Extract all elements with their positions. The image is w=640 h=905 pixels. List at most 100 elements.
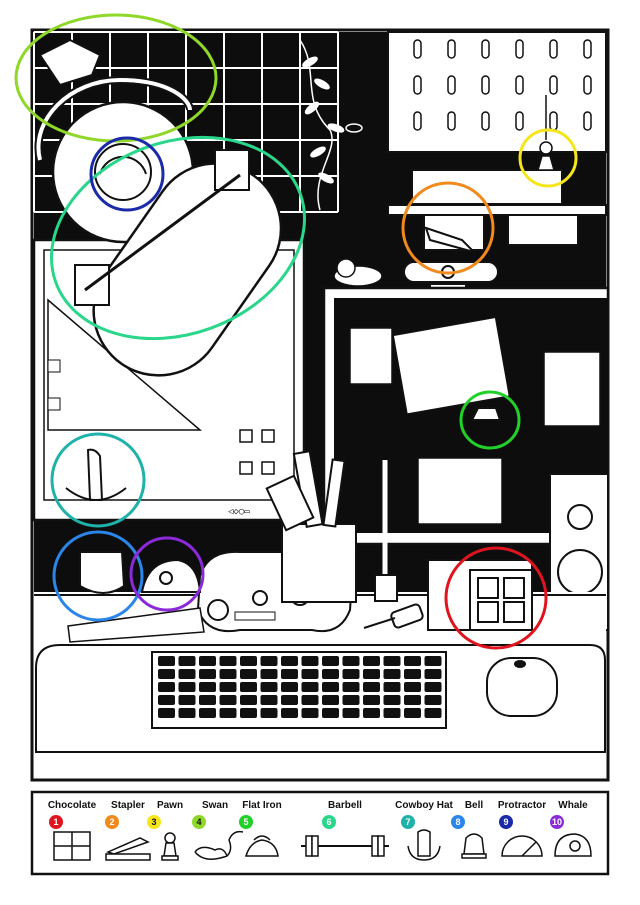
mouse (486, 657, 558, 717)
pawn-icon (161, 832, 179, 861)
keyboard-key (178, 669, 196, 679)
keyboard-key (301, 695, 319, 705)
keyboard-key (199, 708, 216, 718)
keyboard-key (424, 656, 442, 666)
peg-hole (413, 39, 422, 59)
peg-hole (515, 111, 524, 131)
keyboard-key (363, 656, 380, 666)
hidden-whale[interactable] (140, 558, 202, 593)
stapler-icon (105, 837, 151, 861)
keyboard-key (240, 708, 257, 718)
legend-item-whale: Whale 10 (550, 800, 592, 857)
hand-shape (38, 38, 102, 87)
keyboard-key (199, 682, 216, 692)
protractor-icon (501, 835, 543, 857)
legend-number: 4 (196, 817, 201, 827)
peg-hole (413, 111, 422, 131)
keyboard-key (301, 682, 319, 692)
found-marker-stapler (401, 181, 495, 275)
hidden-flat-iron[interactable] (470, 407, 502, 421)
keyboard-key (219, 695, 237, 705)
hidden-bell[interactable] (79, 551, 126, 594)
legend-label: Pawn (157, 800, 183, 811)
keyboard-key (383, 708, 401, 718)
keyboard-key (322, 708, 339, 718)
keyboard-key (158, 695, 175, 705)
bell-icon (461, 833, 487, 859)
chocolate-icon (53, 831, 91, 861)
keyboard-key (240, 695, 257, 705)
keyboard-key (240, 656, 257, 666)
keyboard-key (199, 669, 216, 679)
keyboard-key (281, 695, 298, 705)
keyboard-key (424, 708, 442, 718)
keyboard-key (301, 656, 319, 666)
legend-number: 6 (326, 817, 331, 827)
keyboard-key (281, 682, 298, 692)
keyboard-key (178, 708, 196, 718)
cat (333, 258, 383, 287)
found-marker-bell (52, 530, 144, 622)
cowboy-hat-icon (407, 829, 441, 861)
keyboard-key (383, 669, 401, 679)
keyboard (151, 651, 447, 729)
keyboard-key (404, 669, 421, 679)
keyboard-key (178, 682, 196, 692)
legend-number: 10 (552, 817, 562, 827)
keyboard-key (404, 656, 421, 666)
keyboard-key (383, 656, 401, 666)
legend-number: 3 (151, 817, 156, 827)
monitor-right (322, 286, 610, 631)
keyboard-key (158, 669, 175, 679)
peg-hole (583, 111, 592, 131)
peg-hole (447, 75, 456, 95)
legend-number: 8 (455, 817, 460, 827)
found-marker-chocolate (444, 546, 548, 650)
keyboard-key (424, 682, 442, 692)
found-marker-protractor (89, 136, 165, 212)
hidden-chocolate[interactable] (477, 577, 525, 623)
legend-number: 2 (109, 817, 114, 827)
pen-stand (374, 460, 398, 602)
hidden-cowboy-hat[interactable] (65, 448, 127, 501)
keyboard-key (158, 682, 175, 692)
legend-number: 7 (405, 817, 410, 827)
keyboard-key (260, 656, 278, 666)
keyboard-key (260, 695, 278, 705)
legend-number: 5 (243, 817, 248, 827)
hidden-stapler[interactable] (424, 226, 478, 254)
keyboard-key (260, 708, 278, 718)
peg-hole (515, 75, 524, 95)
legend-label: Whale (558, 800, 588, 811)
legend-label: Protractor (498, 800, 546, 811)
hidden-pawn[interactable] (537, 95, 555, 171)
peg-hole (481, 75, 490, 95)
pegboard (387, 31, 607, 153)
ruler (67, 607, 205, 643)
found-marker-cowboy-hat (50, 432, 146, 528)
keyboard-key (342, 708, 360, 718)
keyboard-key (281, 708, 298, 718)
peg-hole (481, 111, 490, 131)
found-marker-flat-iron (459, 390, 521, 450)
keyboard-key (240, 669, 257, 679)
keyboard-key (342, 656, 360, 666)
legend-number-badge (322, 815, 336, 829)
keyboard-key (158, 656, 175, 666)
keyboard-key (363, 695, 380, 705)
legend-number-badge (49, 815, 63, 829)
keyboard-key (178, 695, 196, 705)
legend-number-badge (147, 815, 161, 829)
keyboard-key (260, 669, 278, 679)
found-marker-barbell (50, 135, 306, 341)
keyboard-key (178, 656, 196, 666)
keyboard-key (363, 682, 380, 692)
peg-hole (481, 39, 490, 59)
legend-number-badge (401, 815, 415, 829)
keyboard-key (342, 669, 360, 679)
